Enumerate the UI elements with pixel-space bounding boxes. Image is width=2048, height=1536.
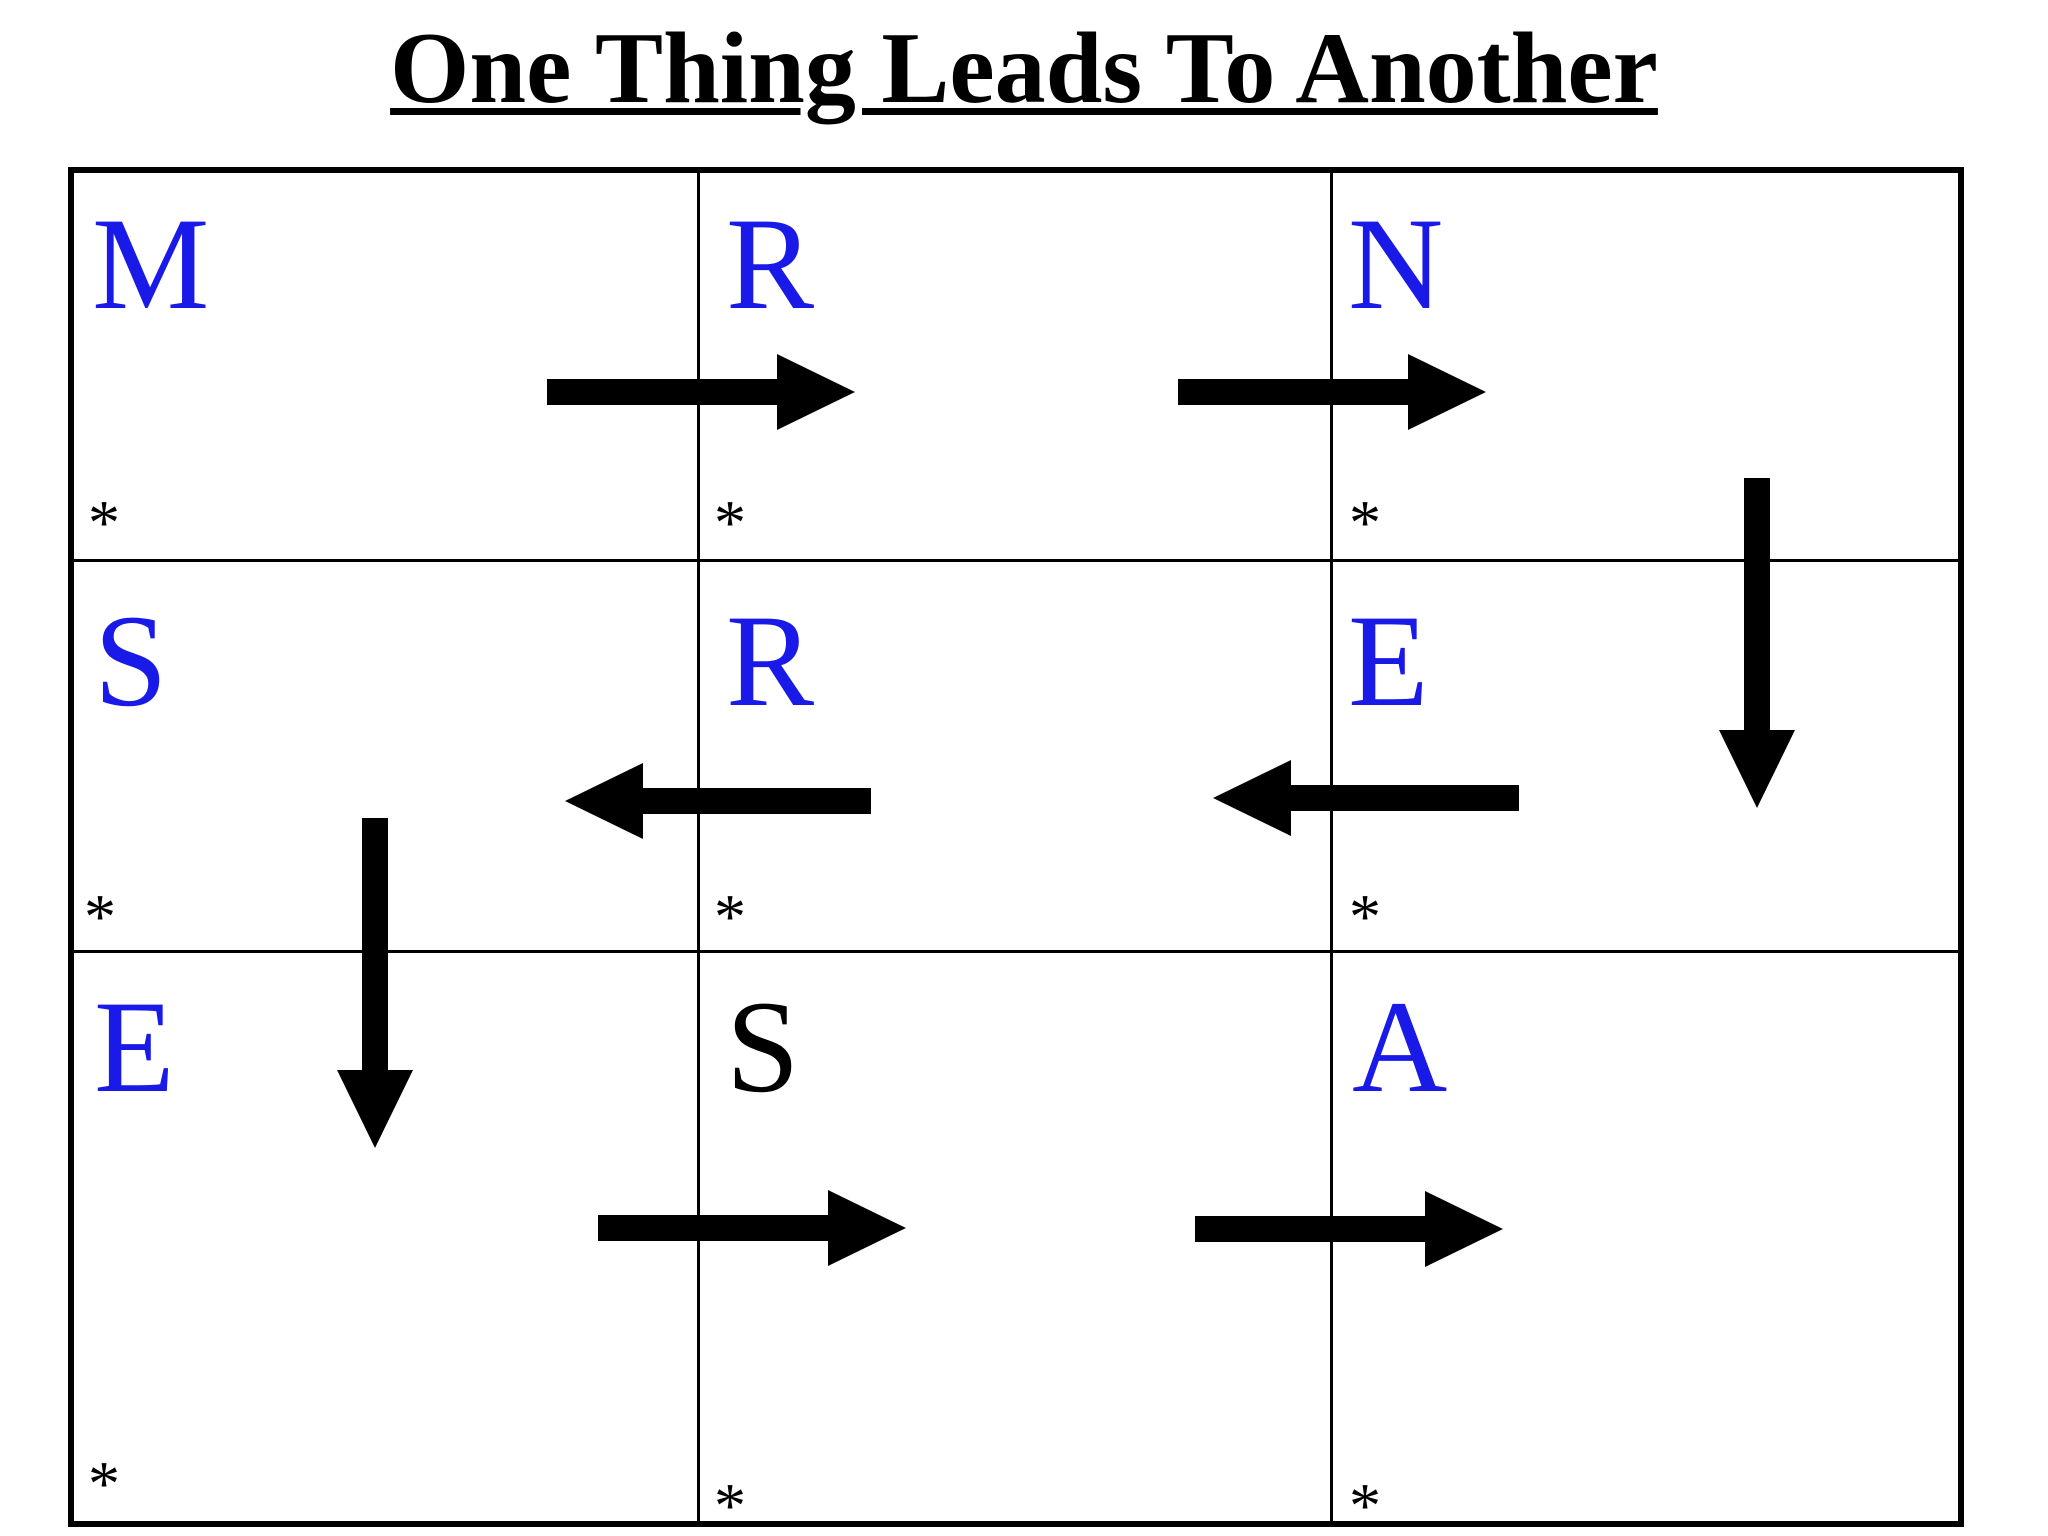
page-title: One Thing Leads To Another xyxy=(0,18,2048,120)
arrow-shaft xyxy=(1178,379,1408,405)
cell-footnote-r2c3: * xyxy=(1349,881,1381,952)
cell-footnote-r3c3: * xyxy=(1349,1470,1381,1536)
cell-letter-r2c2: R xyxy=(726,587,815,734)
grid-line-horizontal-2 xyxy=(68,950,1964,953)
arrow-shaft xyxy=(1291,785,1519,811)
arrow-left-icon xyxy=(565,763,643,839)
cell-footnote-r1c2: * xyxy=(714,487,746,558)
cell-letter-r1c2: R xyxy=(726,190,815,337)
cell-letter-r3c3: A xyxy=(1352,973,1448,1120)
cell-footnote-r2c2: * xyxy=(714,881,746,952)
arrow-right-icon xyxy=(828,1190,906,1266)
cell-letter-r3c2: S xyxy=(726,973,800,1120)
arrow-shaft xyxy=(598,1215,828,1241)
cell-footnote-r1c1: * xyxy=(88,487,120,558)
arrow-right-icon xyxy=(1425,1191,1503,1267)
cell-letter-r1c1: M xyxy=(92,190,210,337)
grid-line-horizontal-1 xyxy=(68,559,1964,562)
arrow-shaft xyxy=(643,788,871,814)
arrow-right-icon xyxy=(777,354,855,430)
arrow-down-icon xyxy=(337,1070,413,1148)
cell-footnote-r2c1: * xyxy=(84,881,116,952)
cell-footnote-r3c2: * xyxy=(714,1470,746,1536)
cell-footnote-r1c3: * xyxy=(1349,487,1381,558)
cell-letter-r1c3: N xyxy=(1348,190,1444,337)
page-title-text: One Thing Leads To Another xyxy=(390,12,1658,125)
arrow-shaft xyxy=(547,379,777,405)
cell-letter-r2c3: E xyxy=(1348,587,1429,734)
cell-letter-r3c1: E xyxy=(94,973,175,1120)
arrow-shaft xyxy=(1195,1216,1425,1242)
arrow-down-icon xyxy=(1719,730,1795,808)
grid-line-vertical-2 xyxy=(1330,167,1333,1527)
grid-line-vertical-1 xyxy=(697,167,700,1527)
arrow-right-icon xyxy=(1408,354,1486,430)
arrow-shaft xyxy=(362,818,388,1070)
arrow-left-icon xyxy=(1213,760,1291,836)
cell-letter-r2c1: S xyxy=(94,587,168,734)
arrow-shaft xyxy=(1744,478,1770,730)
cell-footnote-r3c1: * xyxy=(88,1448,120,1519)
puzzle-grid-frame xyxy=(68,167,1964,1527)
